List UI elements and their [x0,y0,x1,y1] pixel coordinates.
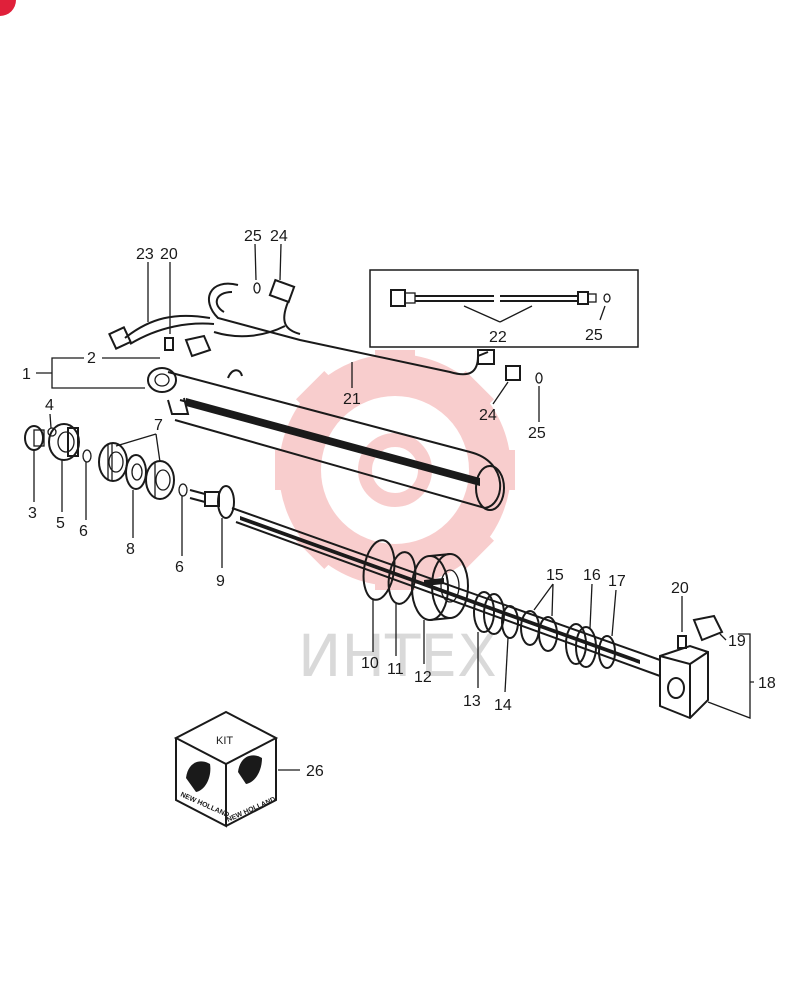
ring-part-17[interactable] [598,635,616,669]
watermark-text: ИНТЕХ [298,622,497,690]
callout-15: 15 [546,567,564,584]
callout-20b: 20 [671,580,689,597]
hose-part-22[interactable] [390,289,597,307]
callout-21: 21 [343,391,361,408]
callout-10: 10 [361,655,379,672]
fitting-part-24-lower[interactable] [505,365,521,381]
callout-19: 19 [728,633,746,650]
callout-4: 4 [45,397,54,414]
callout-25c: 25 [585,327,603,344]
oring-part-25-lower[interactable] [535,372,543,384]
callout-5: 5 [56,515,65,532]
nut-part-3[interactable] [24,425,45,451]
piston-part-12[interactable] [411,553,469,621]
callout-25a: 25 [244,228,262,245]
screw-part-4[interactable] [47,427,57,437]
watermark-gear-icon [275,350,515,590]
callout-9: 9 [216,573,225,590]
inset-frame [369,269,639,348]
ring-part-14[interactable] [501,605,519,639]
leader-4 [49,413,52,429]
oring-part-25-upper[interactable] [253,282,261,294]
callout-24a: 24 [270,228,288,245]
seal-part-7b[interactable] [145,460,175,500]
leader-24a [279,243,282,281]
callout-20a: 20 [160,246,178,263]
corner-badge[interactable] [0,0,16,16]
oring-part-10[interactable] [360,538,398,602]
bleeder-part-20-upper[interactable] [164,337,174,351]
seal-part-16[interactable] [565,623,597,668]
oring-part-6b[interactable] [178,483,188,497]
callout-1: 1 [22,366,31,383]
leader-19 [719,633,727,641]
gland-part-5[interactable] [48,423,80,461]
callout-18: 18 [758,675,776,692]
callout-6b: 6 [175,559,184,576]
cap-part-2[interactable] [184,334,212,358]
callout-24b: 24 [479,407,497,424]
leader-15 [533,583,554,617]
callout-11: 11 [387,661,404,678]
callout-14: 14 [494,697,512,714]
callout-2: 2 [87,350,96,367]
leader-16 [589,583,593,629]
callout-13: 13 [463,693,481,710]
callout-25b: 25 [528,425,546,442]
rod-eye-part-18[interactable] [659,644,709,720]
hose-part-23[interactable] [108,314,286,350]
callout-23: 23 [136,246,154,263]
callout-7: 7 [154,417,163,434]
callout-6a: 6 [79,523,88,540]
tube-part-21[interactable] [207,282,495,376]
callout-12: 12 [414,669,432,686]
fitting-part-24-upper[interactable] [268,278,296,304]
leader-24b [492,381,509,405]
seal-part-15[interactable] [520,610,558,652]
leader-18 [707,633,754,719]
oring-part-25-inset[interactable] [603,293,611,303]
callout-8: 8 [126,541,135,558]
seal-part-7a[interactable] [98,442,128,482]
callout-22: 22 [489,329,507,346]
bleeder-part-20-lower[interactable] [677,635,687,649]
callout-26: 26 [306,763,324,780]
leader-14 [504,637,509,693]
cap-part-19[interactable] [692,614,724,642]
callout-3: 3 [28,505,37,522]
leader-7 [115,433,161,463]
kit-box-label: KIT [216,735,233,747]
callout-16: 16 [583,567,601,584]
kit-box-part-26[interactable] [173,710,279,828]
leader-25a [254,243,257,281]
callout-17: 17 [608,573,626,590]
cylinder-barrel-part-1[interactable] [147,367,505,511]
kit-brand-right: NEW HOLLAND [226,796,277,824]
oring-part-6a[interactable] [82,449,92,463]
washer-part-8[interactable] [125,454,147,490]
oring-part-11[interactable] [386,550,419,605]
leader-1 [36,357,145,389]
leader-17 [611,589,617,637]
